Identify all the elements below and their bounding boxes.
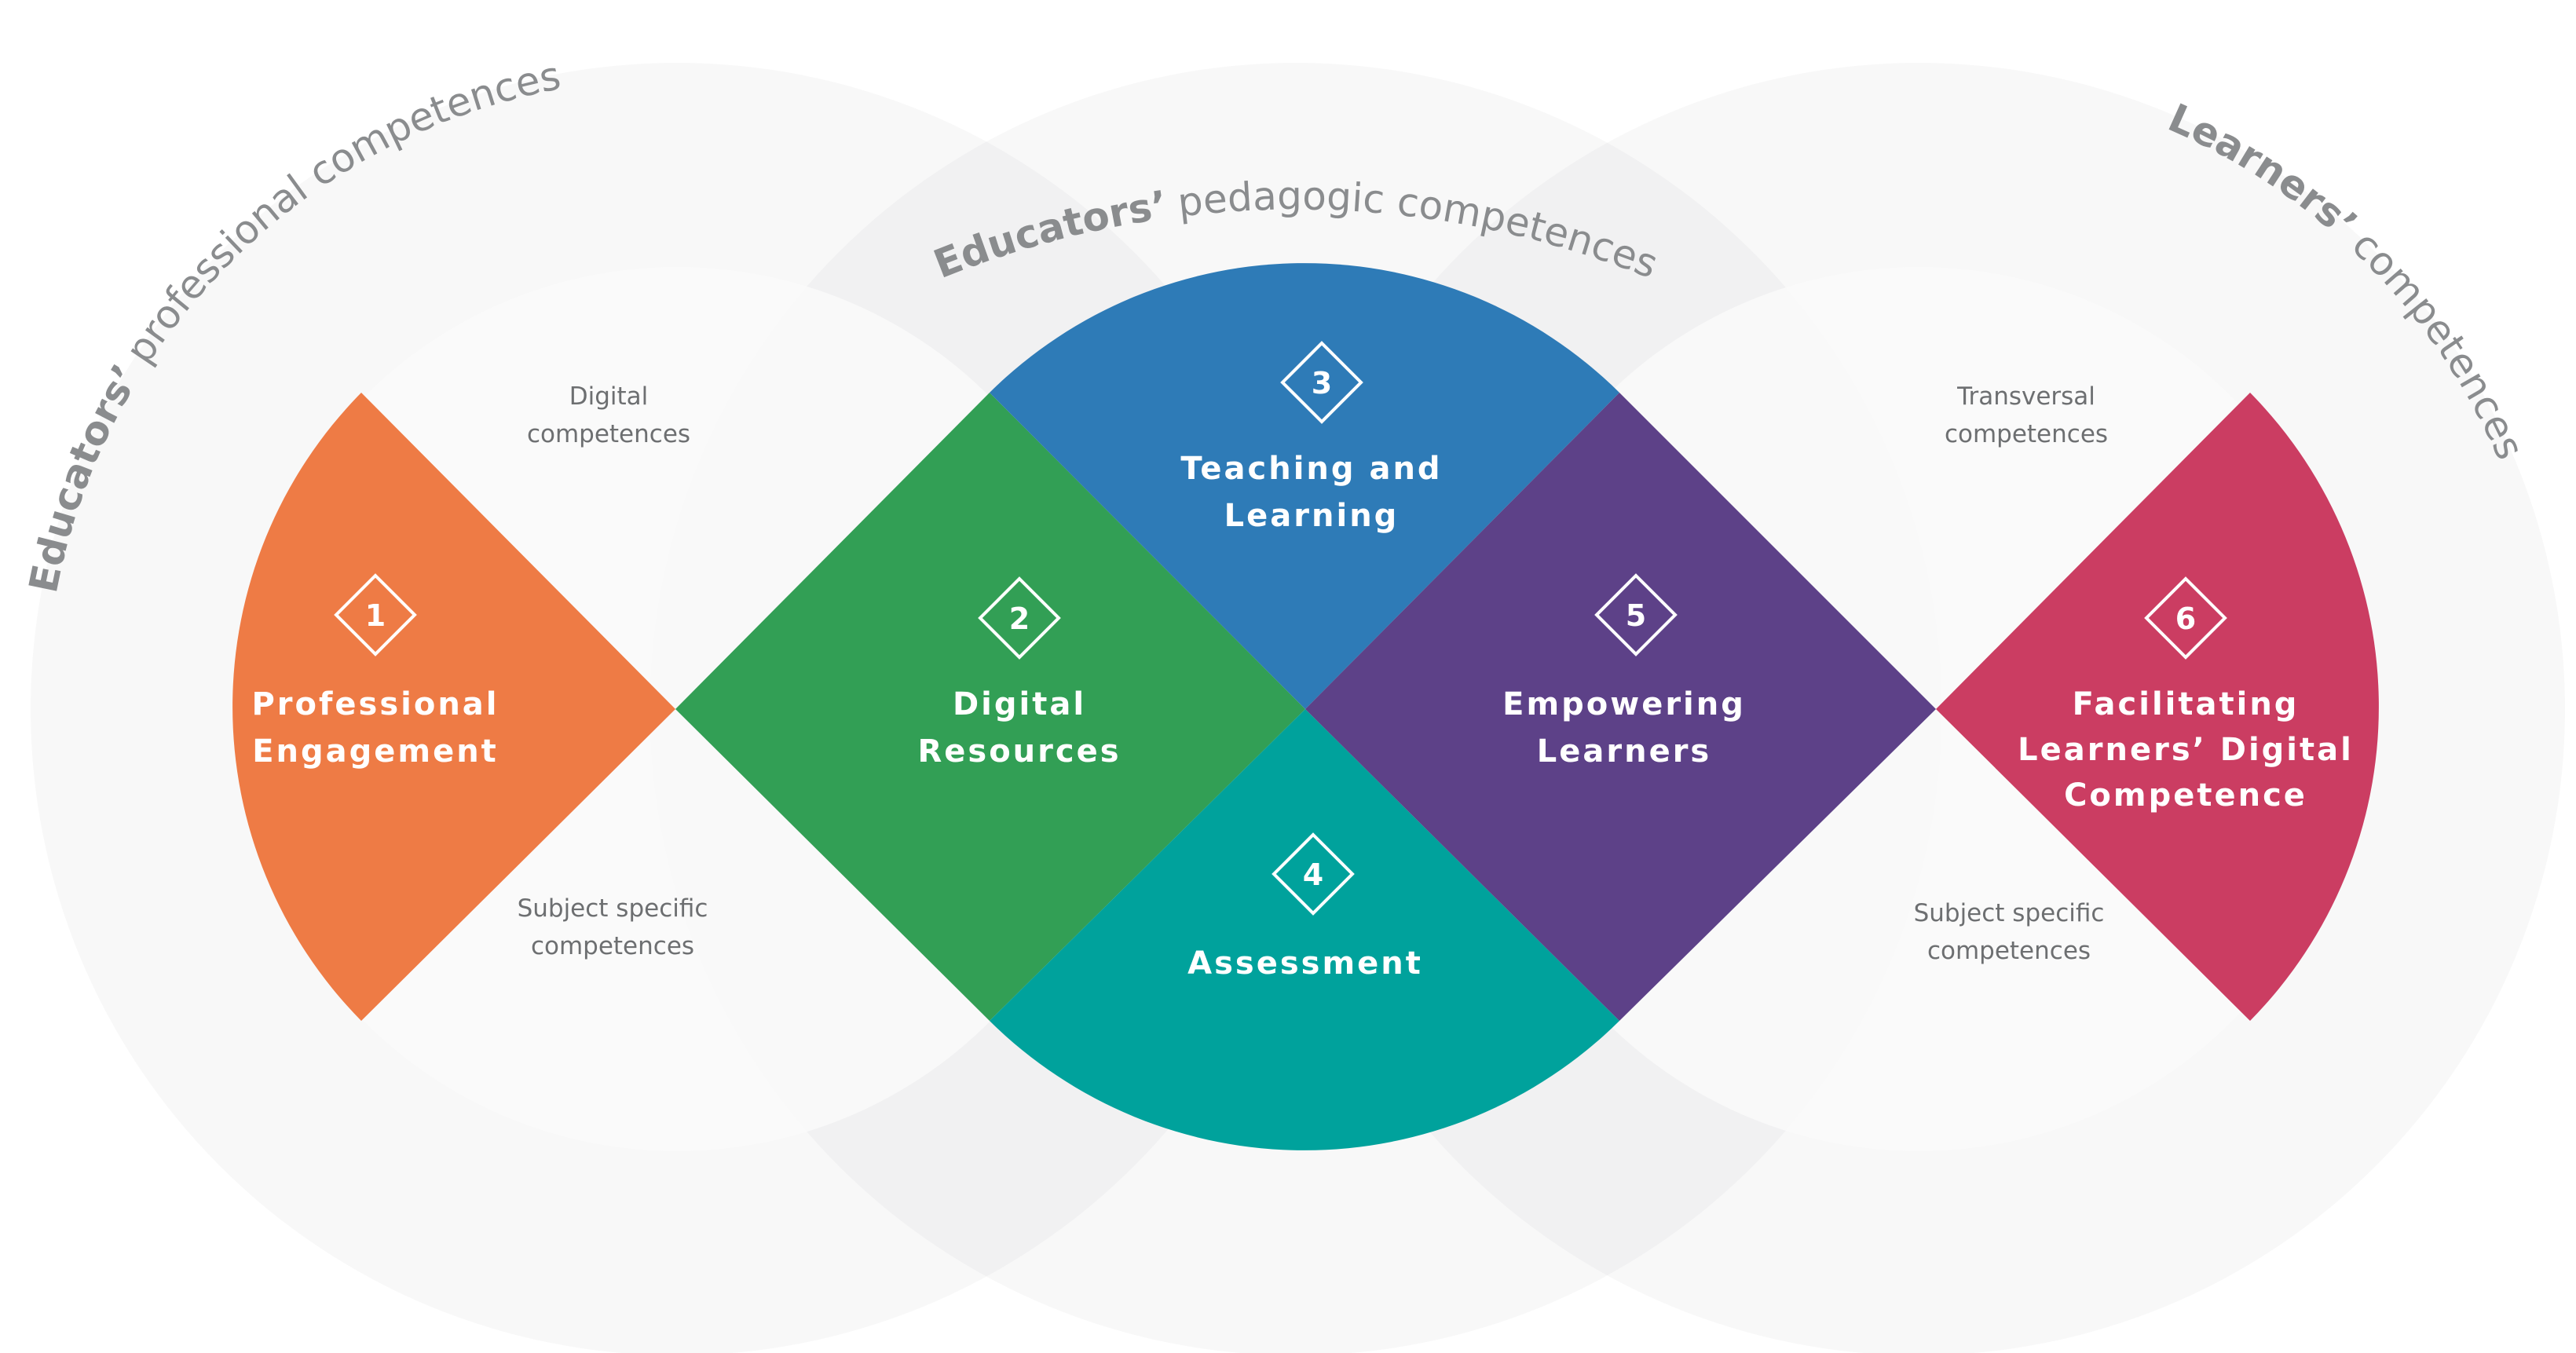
area-5-number-badge: 5 [1594, 573, 1678, 656]
area-4-shape [990, 709, 1619, 1150]
area-1-professional-engagement [232, 393, 675, 1021]
svg-text:Professional: Professional [251, 686, 499, 722]
area-6-shape [1936, 393, 2379, 1021]
area-2-title: Digital Resources [917, 686, 1121, 770]
svg-text:Competence: Competence [2064, 777, 2307, 814]
note-subject-specific-right: Subject specific competences [1914, 899, 2105, 965]
area-4-number-badge: 4 [1272, 832, 1355, 916]
svg-text:Resources: Resources [917, 733, 1121, 770]
svg-text:Facilitating: Facilitating [2073, 686, 2300, 722]
svg-text:competences: competences [527, 420, 690, 448]
svg-text:Digital: Digital [569, 382, 649, 411]
svg-text:Transversal: Transversal [1956, 382, 2095, 411]
area-3-teaching-and-learning [990, 263, 1619, 709]
svg-text:competences: competences [1945, 420, 2108, 448]
note-digital-competences: Digital competences [527, 382, 690, 448]
area-2-number-badge: 2 [978, 576, 1061, 660]
svg-text:Learners: Learners [1537, 733, 1711, 770]
svg-text:Subject specific: Subject specific [1914, 899, 2105, 927]
svg-text:4: 4 [1303, 858, 1323, 892]
area-6-number-badge: 6 [2144, 576, 2227, 660]
area-6-title: Facilitating Learners’ Digital Competenc… [2018, 686, 2354, 814]
area-6-facilitating-learners-digital-competence [1936, 393, 2379, 1021]
svg-text:Engagement: Engagement [252, 733, 499, 770]
area-2-shape [675, 393, 1305, 1021]
area-3-shape [990, 263, 1619, 709]
svg-text:2: 2 [1009, 602, 1030, 636]
area-3-title: Teaching and Learning [1180, 451, 1442, 534]
svg-text:5: 5 [1626, 598, 1646, 633]
note-subject-specific-left: Subject specific competences [518, 894, 708, 960]
svg-text:Assessment: Assessment [1187, 945, 1423, 982]
svg-text:Teaching and: Teaching and [1180, 451, 1442, 487]
area-5-shape [1305, 393, 1936, 1021]
area-4-title: Assessment [1187, 945, 1423, 982]
svg-text:Learning: Learning [1224, 498, 1400, 534]
svg-text:1: 1 [365, 598, 386, 633]
area-5-title: Empowering Learners [1502, 686, 1746, 770]
area-3-number-badge: 3 [1280, 341, 1363, 424]
svg-text:6: 6 [2175, 602, 2196, 636]
area-4-assessment [990, 709, 1619, 1150]
area-2-digital-resources [675, 393, 1305, 1021]
svg-text:Digital: Digital [953, 686, 1086, 722]
svg-text:competences: competences [1927, 937, 2091, 965]
area-5-empowering-learners [1305, 393, 1936, 1021]
svg-text:Learners’ Digital: Learners’ Digital [2018, 732, 2354, 768]
svg-text:3: 3 [1312, 366, 1332, 400]
note-transversal-competences: Transversal competences [1945, 382, 2108, 448]
area-1-shape [232, 393, 675, 1021]
area-1-title: Professional Engagement [251, 686, 499, 770]
svg-text:competences: competences [531, 932, 694, 960]
svg-text:Subject specific: Subject specific [518, 894, 708, 923]
svg-text:Empowering: Empowering [1502, 686, 1746, 722]
area-1-number-badge: 1 [334, 573, 417, 656]
